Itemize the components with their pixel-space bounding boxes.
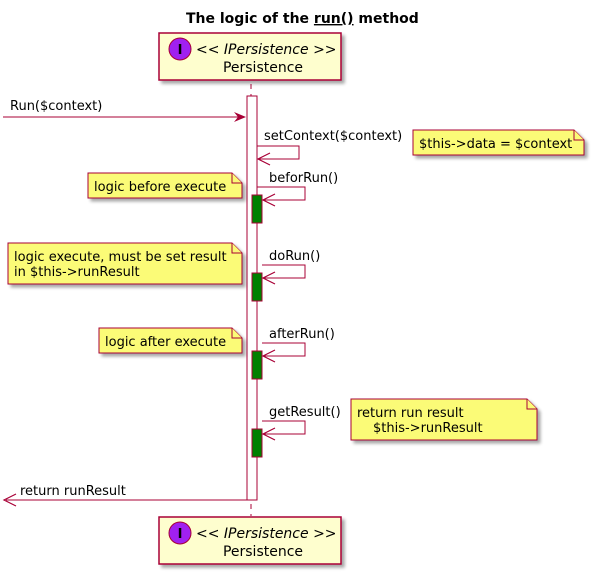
message-label: afterRun() [269,327,335,342]
note-text: logic after execute [105,335,226,350]
note-fold [231,173,242,184]
note-box [87,172,243,199]
self-call-line [257,186,306,201]
participant-stereotype-top: << IPersistence >> [196,42,337,58]
note-text-line1: return run result [357,406,464,421]
participant-box-bottom [158,516,342,565]
message-label: Run($context) [10,99,102,114]
message-do-run: doRun() [251,249,320,302]
interface-icon [168,521,192,545]
interface-icon-letter: I [178,43,183,58]
note-box [412,129,585,156]
message-return-run-result: return runResult [2,484,247,507]
message-after-run: afterRun() [251,327,335,380]
activation-bar [251,428,263,458]
note-text: $this->data = $context [419,137,572,152]
message-set-context: setContext($context) [256,129,402,166]
note-text-line2: $this->runResult [373,421,483,436]
arrowhead-icon [261,271,276,285]
message-label: setContext($context) [264,129,402,144]
self-call-line [257,145,300,160]
note-box [7,242,243,285]
note-before: logic before execute [87,172,243,199]
arrowhead-icon [234,112,246,122]
arrowhead-icon [261,427,276,441]
message-run-context: Run($context) [3,99,246,122]
note-fold [573,130,584,141]
note-result: return run result $this->runResult [350,398,538,441]
self-call-line [262,342,306,357]
note-text-line2: in $this->runResult [14,265,140,280]
activation-bar [251,272,263,302]
note-box [98,327,243,354]
interface-icon-letter: I [178,527,183,542]
note-text: logic before execute [94,180,226,195]
note-text-line1: logic execute, must be set result [14,250,227,265]
note-after: logic after execute [98,327,243,354]
self-call-line [262,264,306,279]
message-label: getResult() [269,405,341,420]
message-befor-run: beforRun() [251,171,338,224]
note-fold [231,328,242,339]
self-call-line [262,420,306,435]
participant-box-top [158,32,342,81]
title-method: run() [314,11,354,27]
participant-name-bottom: Persistence [223,544,303,560]
message-label: return runResult [20,484,126,499]
note-fold [526,399,537,410]
arrowhead-icon [2,493,17,507]
participant-top: I << IPersistence >> Persistence [158,32,342,81]
participant-name-top: Persistence [223,60,303,76]
message-get-result: getResult() [251,405,341,458]
title-suffix: method [354,11,419,27]
note-box [350,398,538,441]
activation-bar [251,194,263,224]
arrowhead-icon [256,152,271,166]
participant-stereotype-bottom: << IPersistence >> [196,526,337,542]
note-set-context: $this->data = $context [412,129,585,156]
message-label: beforRun() [269,171,338,186]
diagram-title: The logic of the run() method [186,11,419,27]
message-label: doRun() [269,249,320,264]
participant-bottom: I << IPersistence >> Persistence [158,516,342,565]
note-fold [231,243,242,254]
arrowhead-icon [261,349,276,363]
arrowhead-icon [261,193,276,207]
note-execute: logic execute, must be set result in $th… [7,242,243,285]
interface-icon [168,37,192,61]
title-prefix: The logic of the [186,11,314,27]
activation-bar [251,350,263,380]
